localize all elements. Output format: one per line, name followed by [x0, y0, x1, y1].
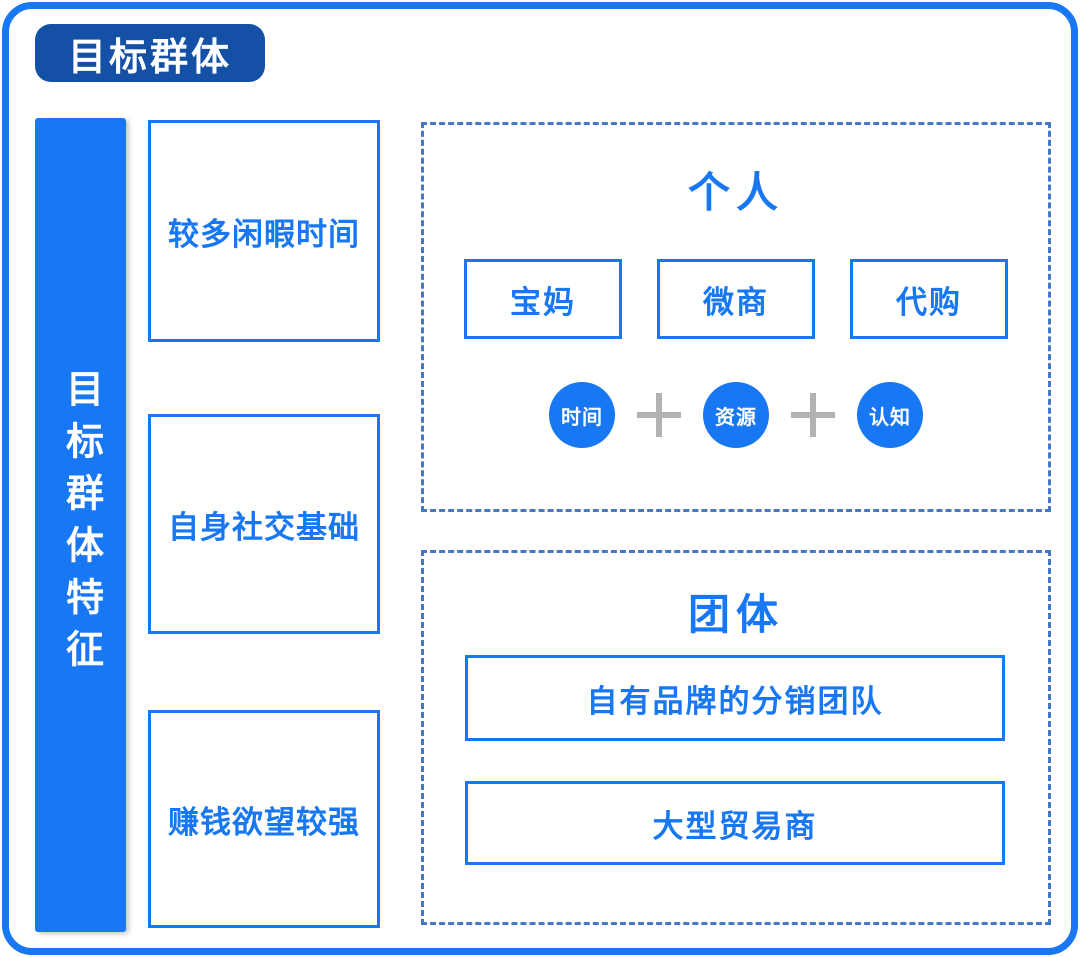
- characteristic-box-money-desire: 赚钱欲望较强: [148, 710, 380, 928]
- characteristic-box-social-base: 自身社交基础: [148, 414, 380, 634]
- team-box-distribution: 自有品牌的分销团队: [465, 655, 1005, 741]
- page-title-label: 目标群体: [67, 36, 232, 79]
- type-box-daigou: 代购: [850, 259, 1008, 339]
- resource-formula-row: 时间 资源 认知: [424, 382, 1048, 448]
- characteristic-label: 较多闲暇时间: [168, 216, 360, 252]
- characteristic-label: 自身社交基础: [168, 509, 360, 545]
- type-box-weishang: 微商: [657, 259, 815, 339]
- sidebar-target-group-traits: 目标群体特征: [35, 118, 126, 932]
- resource-circle-resources: 资源: [703, 382, 769, 448]
- resource-label: 资源: [715, 406, 757, 429]
- team-label: 大型贸易商: [652, 808, 818, 844]
- team-box-trader: 大型贸易商: [465, 781, 1005, 865]
- plus-icon: [791, 393, 835, 437]
- sidebar-label: 目标群体特征: [59, 369, 102, 681]
- resource-label: 时间: [561, 406, 603, 429]
- panel-team-title: 团体: [687, 591, 784, 638]
- panel-individual-title: 个人: [687, 169, 784, 216]
- type-label: 微商: [703, 284, 769, 320]
- characteristic-box-leisure-time: 较多闲暇时间: [148, 120, 380, 342]
- characteristic-label: 赚钱欲望较强: [168, 804, 360, 840]
- resource-circle-time: 时间: [549, 382, 615, 448]
- resource-label: 认知: [869, 406, 911, 429]
- type-label: 代购: [896, 284, 962, 320]
- individual-type-row: 宝妈 微商 代购: [424, 259, 1048, 339]
- type-box-baoma: 宝妈: [464, 259, 622, 339]
- plus-icon: [637, 393, 681, 437]
- type-label: 宝妈: [510, 284, 576, 320]
- panel-team: 团体 自有品牌的分销团队 大型贸易商: [421, 550, 1051, 925]
- team-label: 自有品牌的分销团队: [586, 683, 884, 719]
- resource-circle-cognition: 认知: [857, 382, 923, 448]
- page-title: 目标群体: [35, 24, 265, 82]
- panel-individual: 个人 宝妈 微商 代购 时间 资源 认知: [421, 122, 1051, 512]
